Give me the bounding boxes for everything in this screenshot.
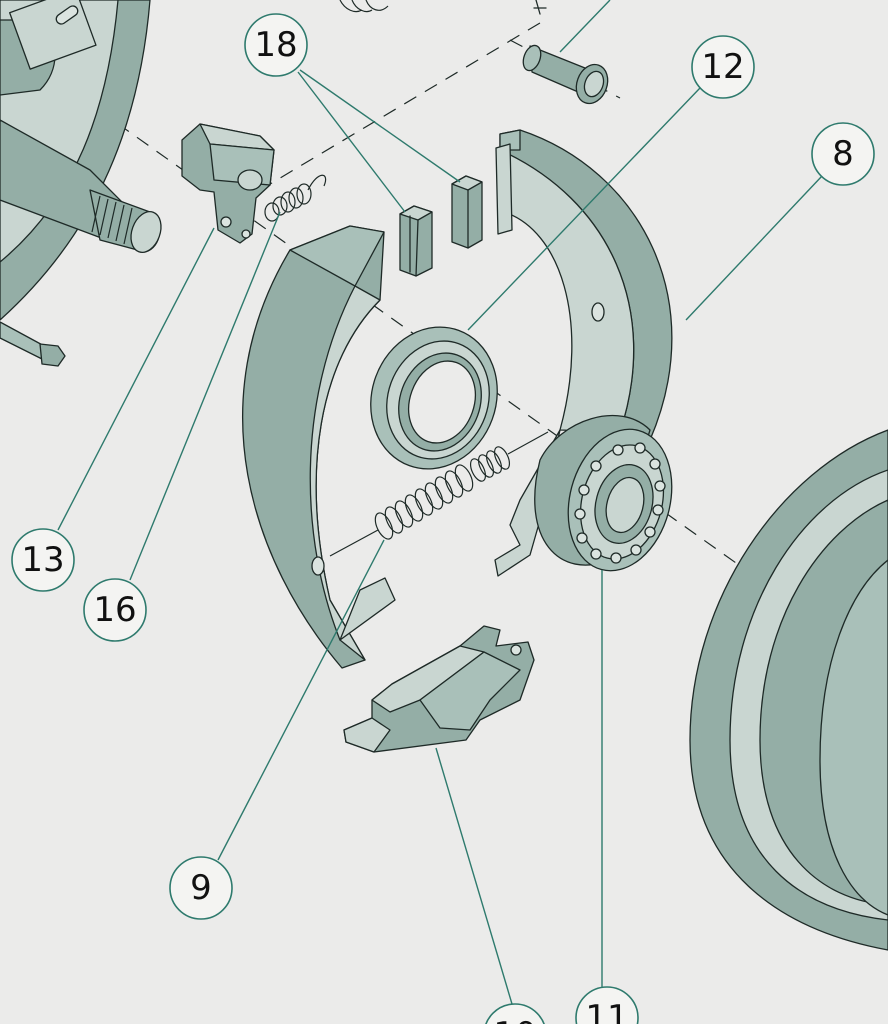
leader-12 <box>467 87 701 331</box>
callout-11: 11 <box>575 986 639 1024</box>
callout-label-11: 11 <box>585 998 628 1024</box>
axis-upper <box>259 19 546 191</box>
leader-18b <box>299 69 461 183</box>
seal-ring-12 <box>370 326 498 470</box>
callout-label-16: 16 <box>93 590 136 630</box>
leader-10 <box>435 747 513 1005</box>
return-spring-9 <box>329 431 549 557</box>
brake-drum <box>689 429 888 951</box>
clips-18 <box>399 175 483 277</box>
callout-13: 13 <box>11 528 75 592</box>
callout-label-10: 10 <box>493 1015 536 1024</box>
leader-lines <box>57 0 823 1005</box>
leader-8 <box>685 175 823 321</box>
clevis-pin <box>522 0 609 105</box>
callout-18: 18 <box>244 13 308 77</box>
spring-16 <box>264 174 327 222</box>
callout-label-8: 8 <box>832 134 854 174</box>
top-spring <box>339 0 389 13</box>
callout-9: 9 <box>169 856 233 920</box>
callout-label-13: 13 <box>21 540 64 580</box>
callout-12: 12 <box>691 35 755 99</box>
bearing-balls <box>574 442 666 564</box>
leader-16 <box>129 211 281 581</box>
adjuster-block-10 <box>343 625 535 753</box>
callout-10: 10 <box>485 1003 545 1024</box>
callout-label-12: 12 <box>701 47 744 87</box>
leader-18a <box>297 71 406 213</box>
left-brake-shoe <box>242 225 396 669</box>
leader-pin <box>559 0 611 53</box>
leader-9 <box>217 539 385 861</box>
callout-label-18: 18 <box>254 25 297 65</box>
callout-8: 8 <box>811 122 875 186</box>
axle-stub <box>0 119 162 253</box>
adjuster-lever-13 <box>181 123 275 244</box>
bearing-11 <box>534 414 673 572</box>
leader-13 <box>57 227 215 531</box>
callout-label-9: 9 <box>190 868 212 908</box>
callout-16: 16 <box>83 578 147 642</box>
hex-bolt <box>0 321 66 367</box>
